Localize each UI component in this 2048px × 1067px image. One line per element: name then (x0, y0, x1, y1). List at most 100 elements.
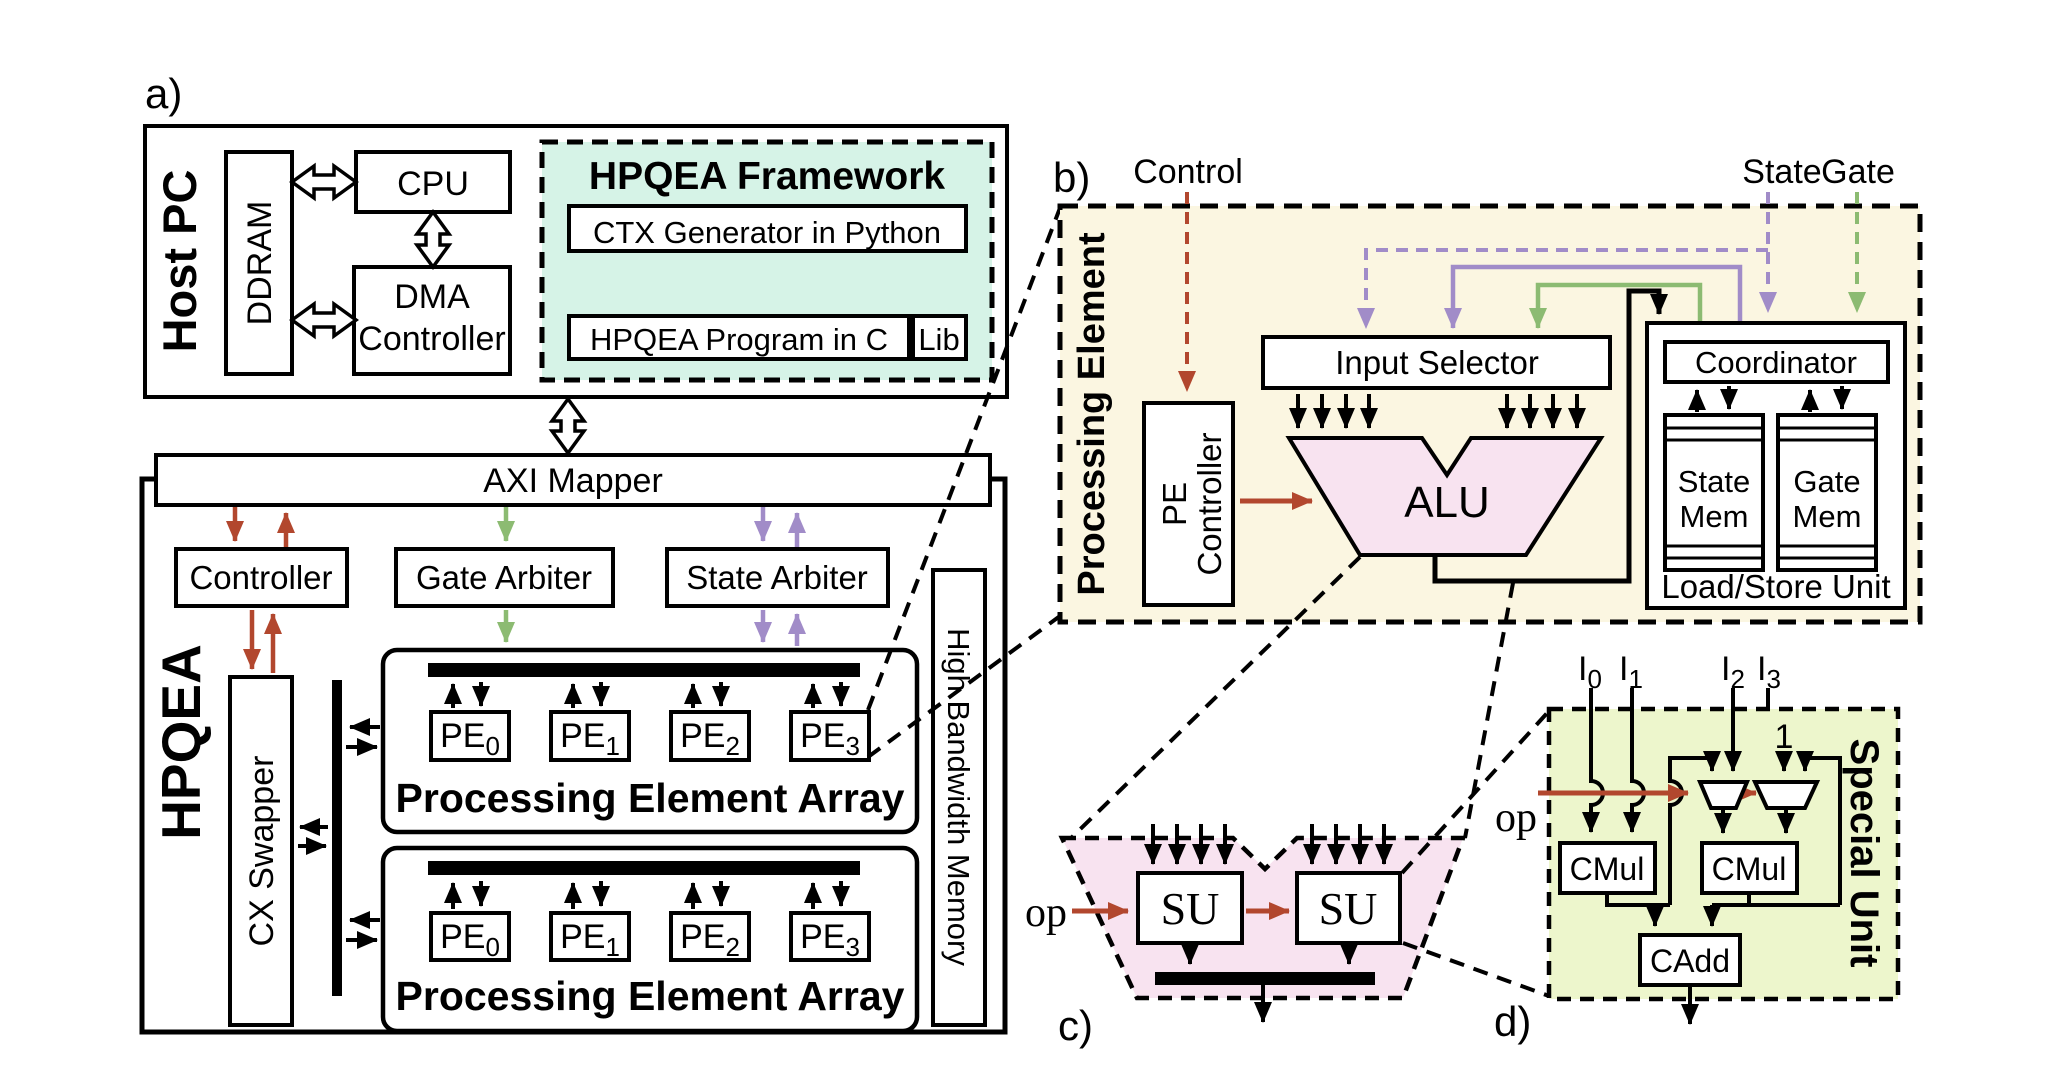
processing-element-label: Processing Element (1071, 232, 1113, 596)
vertical-bus (332, 680, 342, 996)
panel-c-tag: c) (1058, 1002, 1093, 1049)
op-label: op (1025, 890, 1067, 936)
double-arrow-icon (289, 162, 359, 202)
pe-array-bottom: PE0 PE1 PE2 PE3 Processing Element Array (380, 845, 920, 1034)
double-arrow-icon (289, 300, 359, 340)
hpqea-program-box (567, 314, 911, 361)
pe-array-title: Processing Element Array (396, 775, 905, 821)
cx-swapper-box (228, 675, 294, 1027)
input-i1-label: I1 (1619, 650, 1643, 694)
hpqea-framework-title: HPQEA Framework (589, 155, 945, 198)
input-i2-label: I2 (1721, 650, 1745, 694)
gate-feedback-wire (1529, 282, 1703, 329)
arbiter-wires (226, 507, 806, 673)
pe1-label: PE1 (560, 717, 620, 761)
input-selector-label: Input Selector (1335, 344, 1539, 381)
pe2-box (669, 710, 751, 762)
panel-d-tag: d) (1494, 998, 1531, 1045)
cadd-label: CAdd (1650, 943, 1730, 979)
gate-arbiter-label: Gate Arbiter (416, 559, 592, 596)
pe1-box (549, 911, 631, 962)
pe-bus-arrows (444, 881, 850, 909)
cmul-right-box (1700, 841, 1799, 895)
su-right-box-highlighted (1295, 871, 1402, 945)
alu-output-feedback-wire (1432, 288, 1668, 584)
state-dashed-branch-arrow (1357, 248, 1768, 329)
pe3-label: PE3 (800, 717, 860, 761)
pe-bus-bar (428, 663, 860, 677)
pe-bus-bar (428, 861, 860, 875)
pe2-box (669, 911, 751, 962)
mux1-shape (1696, 780, 1751, 810)
lib-box (911, 314, 968, 361)
pe-bus-arrows (444, 682, 850, 708)
pe0-label: PE0 (440, 717, 500, 761)
hbm-box (931, 568, 987, 1027)
cmul-left-box (1558, 841, 1657, 895)
zoom-lens-line (1402, 941, 1550, 998)
cmul-left-label: CMul (1570, 851, 1645, 887)
controller-box (174, 547, 349, 608)
pe0-box (429, 911, 511, 962)
cmul-left-output-wire (1605, 893, 1670, 907)
pe3-box (789, 911, 871, 962)
su-right-label: SU (1319, 883, 1378, 934)
cpu-label: CPU (397, 165, 469, 203)
gate-mem-label-line2: Mem (1793, 499, 1862, 534)
pe3-label: PE3 (800, 918, 860, 962)
ctx-generator-label: CTX Generator in Python (593, 215, 941, 250)
selector-to-alu-arrows (1289, 394, 1586, 429)
pe-controller-label-line2: Controller (1191, 432, 1228, 575)
pe1-label: PE1 (560, 918, 620, 962)
cmul-right-label: CMul (1712, 851, 1787, 887)
su-output-bar (1155, 972, 1375, 985)
op-label: op (1495, 795, 1537, 841)
state-arbiter-label: State Arbiter (686, 559, 868, 596)
bus-connection-arrows (298, 718, 380, 949)
pe-array-box (380, 845, 920, 1034)
constant-one-label: 1 (1775, 718, 1794, 756)
control-signal-label: Control (1133, 153, 1243, 191)
cadd-box (1638, 933, 1742, 987)
special-unit-label: Special Unit (1842, 739, 1886, 968)
coordinator-label: Coordinator (1695, 345, 1857, 380)
state-mem-stripes (1665, 426, 1763, 560)
ddram-label: DDRAM (241, 201, 279, 326)
pe-array-title: Processing Element Array (396, 973, 905, 1019)
pe-controller-label-line1: PE (1156, 482, 1193, 526)
pe2-label: PE2 (680, 717, 740, 761)
coordinator-mem-arrows (1688, 386, 1851, 412)
gate-signal-label: Gate (1821, 153, 1895, 191)
alu-shape (1285, 436, 1605, 557)
panel-a: a) Host PC DDRAM CPU DMA Controller HPQE… (139, 70, 1009, 1035)
alu-label: ALU (1404, 478, 1490, 527)
input-i3-label: I3 (1757, 650, 1781, 694)
double-arrow-icon (413, 209, 453, 270)
zoom-lens-line (866, 207, 1062, 711)
state-feedback-wire (1444, 264, 1743, 329)
state-mem-label-line1: State (1678, 464, 1750, 499)
dma-label-line1: DMA (394, 278, 470, 316)
zoom-lens-line (1064, 555, 1362, 845)
panel-c: SU SU op c) (1025, 824, 1467, 1049)
mux2-shape (1751, 780, 1821, 810)
host-pc-label: Host PC (153, 170, 206, 353)
hbm-label: High Bandwidth Memory (941, 628, 976, 966)
double-arrow-icon (548, 396, 588, 456)
zoom-lens-line (1400, 709, 1551, 875)
panel-b-tag: b) (1053, 154, 1090, 201)
ddram-box (224, 150, 294, 376)
load-store-unit-label: Load/Store Unit (1661, 568, 1890, 605)
state-mem-label-line2: Mem (1680, 499, 1749, 534)
su-input-arrows (1144, 824, 1393, 865)
pe0-label: PE0 (440, 918, 500, 962)
hpqea-program-label: HPQEA Program in C (590, 322, 888, 357)
controller-label: Controller (189, 559, 332, 596)
pe0-box (429, 710, 511, 762)
gate-mem-label-line1: Gate (1793, 464, 1860, 499)
dma-label-line2: Controller (358, 320, 505, 358)
input-i0-label: I0 (1578, 650, 1602, 694)
axi-mapper-box (154, 453, 992, 507)
